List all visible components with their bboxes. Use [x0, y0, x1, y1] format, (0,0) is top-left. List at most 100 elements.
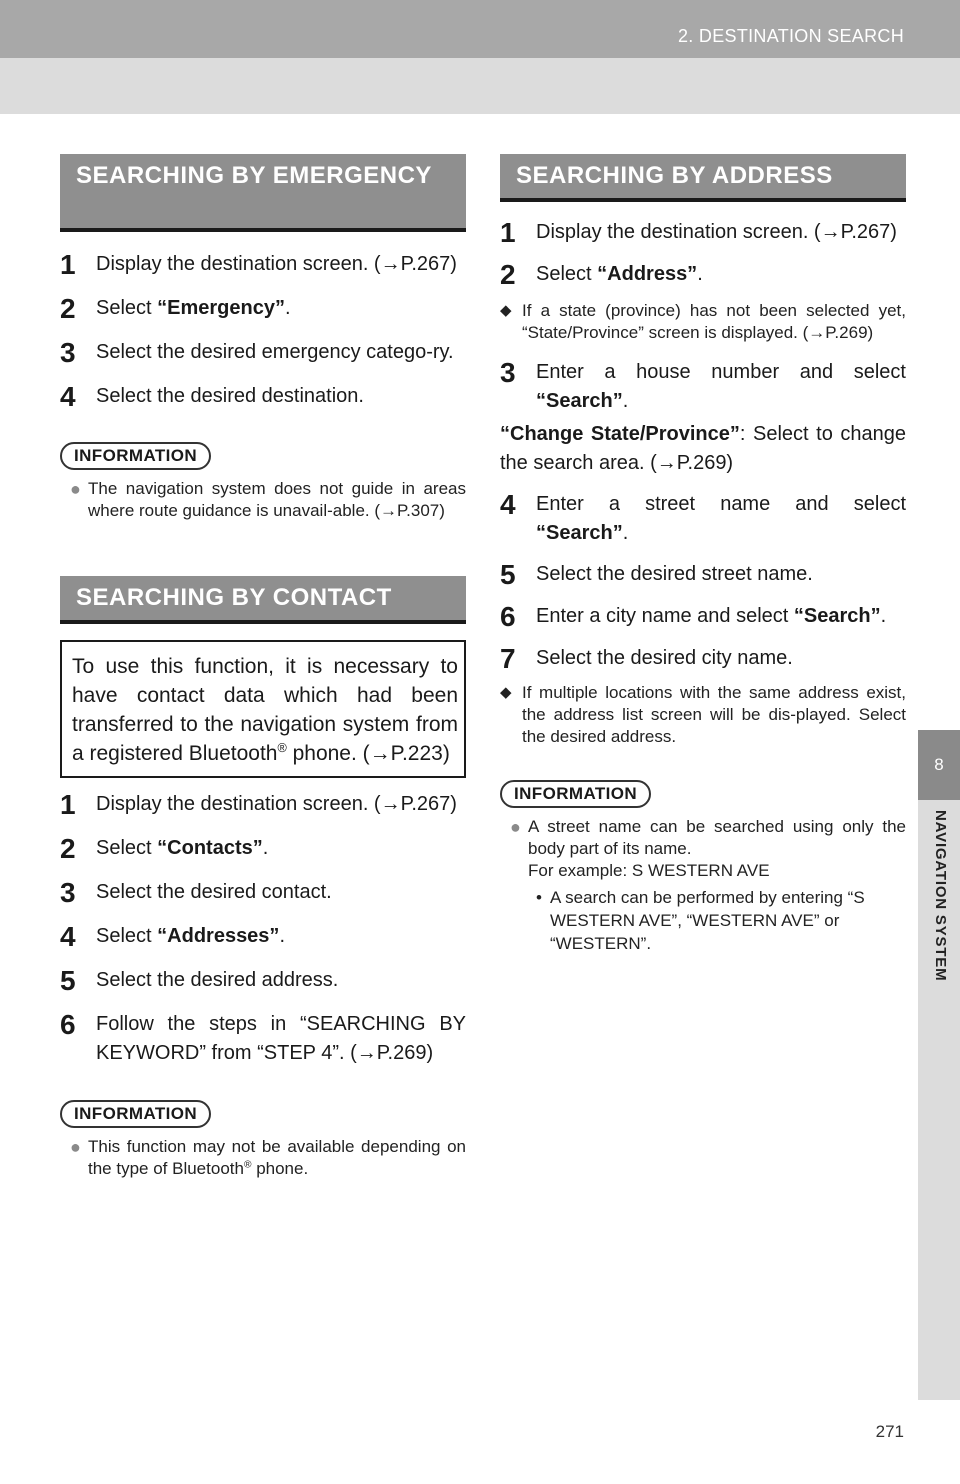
step-number: 1	[60, 249, 76, 280]
bullet-text: If a state (province) has not been selec…	[522, 301, 906, 342]
step-text: Select	[96, 925, 158, 947]
right-column: SEARCHING BY ADDRESS 1 Display the desti…	[500, 154, 906, 955]
info-sub-text: A search can be performed by entering “S…	[550, 888, 865, 953]
info-text: A street name can be searched using only…	[528, 817, 906, 858]
bullet-dot-icon: ●	[510, 817, 521, 837]
registered-mark: ®	[243, 1159, 252, 1171]
step-item: 2 Select “Emergency”.	[60, 294, 466, 324]
step-text-end: .	[262, 837, 269, 859]
emergency-steps: 1 Display the destination screen. (→P.26…	[60, 250, 466, 412]
contact-steps: 1 Display the destination screen. (→P.26…	[60, 790, 466, 1068]
step-emphasis: “Contacts”	[157, 837, 263, 859]
information-box: INFORMATION ● The navigation system does…	[60, 442, 466, 522]
step-text: Select the desired street name.	[536, 563, 813, 585]
step-number: 5	[500, 559, 516, 590]
step-item: 4 Select “Addresses”.	[60, 922, 466, 952]
info-example: For example: S WESTERN AVE	[528, 861, 770, 880]
step-text: Select	[536, 263, 598, 285]
registered-mark: ®	[277, 741, 287, 755]
step-number: 2	[60, 293, 76, 324]
contact-note-box: To use this function, it is necessary to…	[60, 640, 466, 778]
info-text-end: phone.	[251, 1159, 309, 1178]
change-state-paragraph: “Change State/Province”: Select to chang…	[500, 420, 906, 478]
heading-searching-by-address: SEARCHING BY ADDRESS	[500, 154, 906, 202]
step-number: 3	[500, 357, 516, 388]
step-text: Enter a street name and select	[536, 493, 906, 515]
diamond-bullet-icon: ◆	[500, 302, 512, 319]
address-steps: 1 Display the destination screen. (→P.26…	[500, 218, 906, 748]
step-text: Select	[96, 297, 158, 319]
diamond-bullet-icon: ◆	[500, 684, 512, 701]
bullet-item: ◆ If multiple locations with the same ad…	[500, 682, 906, 748]
left-column: SEARCHING BY EMERGENCY 1 Display the des…	[60, 154, 466, 1180]
step-emphasis: “Search”	[536, 522, 623, 544]
step-item: 7 Select the desired city name.	[500, 644, 906, 674]
step-emphasis: “Addresses”	[157, 925, 280, 947]
bullet-text: If multiple locations with the same addr…	[522, 683, 906, 746]
heading-searching-by-contact: SEARCHING BY CONTACT	[60, 576, 466, 624]
sub-bullet-icon: •	[536, 888, 542, 907]
info-item: ● A street name can be searched using on…	[510, 816, 906, 882]
step-number: 3	[60, 337, 76, 368]
step-item: 6 Follow the steps in “SEARCHING BY KEYW…	[60, 1010, 466, 1068]
step-number: 6	[60, 1009, 76, 1040]
header-bar	[0, 0, 960, 58]
chapter-number-tab: 8	[918, 730, 960, 800]
step-text: Display the destination screen. (→P.267)	[96, 253, 457, 275]
step-number: 2	[500, 259, 516, 290]
heading-searching-by-emergency: SEARCHING BY EMERGENCY	[60, 154, 466, 232]
step-item: 1 Display the destination screen. (→P.26…	[500, 218, 906, 248]
note-text: To use this function, it is necessary to…	[72, 655, 458, 765]
step-item: 4 Enter a street name and select “Search…	[500, 490, 906, 548]
step-number: 4	[60, 381, 76, 412]
step-number: 7	[500, 643, 516, 674]
step-text: Select the desired address.	[96, 969, 339, 991]
info-sub-item: • A search can be performed by entering …	[536, 886, 906, 955]
step-number: 1	[60, 789, 76, 820]
information-label: INFORMATION	[60, 442, 212, 470]
step-item: 5 Select the desired street name.	[500, 560, 906, 590]
step-text: Follow the steps in “SEARCHING BY KEYWOR…	[96, 1013, 466, 1064]
chapter-side-bar	[918, 800, 960, 1400]
step-number: 1	[500, 217, 516, 248]
step-text-end: .	[880, 605, 887, 627]
chapter-label: NAVIGATION SYSTEM	[932, 810, 949, 982]
step-text: Select the desired destination.	[96, 385, 364, 407]
step-item: 2 Select “Address”.	[500, 260, 906, 290]
step-number: 5	[60, 965, 76, 996]
step-item: 6 Enter a city name and select “Search”.	[500, 602, 906, 632]
info-text: This function may not be available depen…	[88, 1137, 466, 1178]
info-item: ● This function may not be available dep…	[70, 1136, 466, 1180]
information-label: INFORMATION	[500, 780, 652, 808]
page-number: 271	[875, 1422, 904, 1441]
information-box: INFORMATION ● This function may not be a…	[60, 1100, 466, 1180]
step-text: Select the desired city name.	[536, 647, 793, 669]
step-text-end: .	[285, 297, 291, 319]
change-state-text: : Select to change the search area. (→P.…	[500, 423, 907, 474]
step-item: 1 Display the destination screen. (→P.26…	[60, 790, 466, 820]
step-emphasis: “Emergency”	[157, 297, 285, 319]
step-text: Select the desired emergency catego-ry.	[96, 341, 454, 363]
step-item: 2 Select “Contacts”.	[60, 834, 466, 864]
section-title: 2. DESTINATION SEARCH	[678, 26, 904, 46]
step-text-end: .	[279, 925, 285, 947]
step-text: Select	[96, 837, 158, 859]
bullet-dot-icon: ●	[70, 1137, 81, 1157]
change-state-term: “Change State/Province”	[500, 423, 740, 445]
bullet-dot-icon: ●	[70, 479, 81, 499]
step-text-end: .	[622, 522, 629, 544]
step-number: 4	[60, 921, 76, 952]
step-text: Enter a house number and select	[536, 361, 906, 383]
info-item: ● The navigation system does not guide i…	[70, 478, 466, 522]
step-emphasis: “Search”	[793, 605, 881, 627]
bullet-item: ◆ If a state (province) has not been sel…	[500, 300, 906, 344]
step-number: 6	[500, 601, 516, 632]
step-item: 1 Display the destination screen. (→P.26…	[60, 250, 466, 280]
step-text-end: .	[622, 390, 629, 412]
step-number: 2	[60, 833, 76, 864]
step-item: 3 Select the desired contact.	[60, 878, 466, 908]
step-number: 3	[60, 877, 76, 908]
step-item: 3 Select the desired emergency catego-ry…	[60, 338, 466, 368]
step-number: 4	[500, 489, 516, 520]
step-text: Select the desired contact.	[96, 881, 332, 903]
